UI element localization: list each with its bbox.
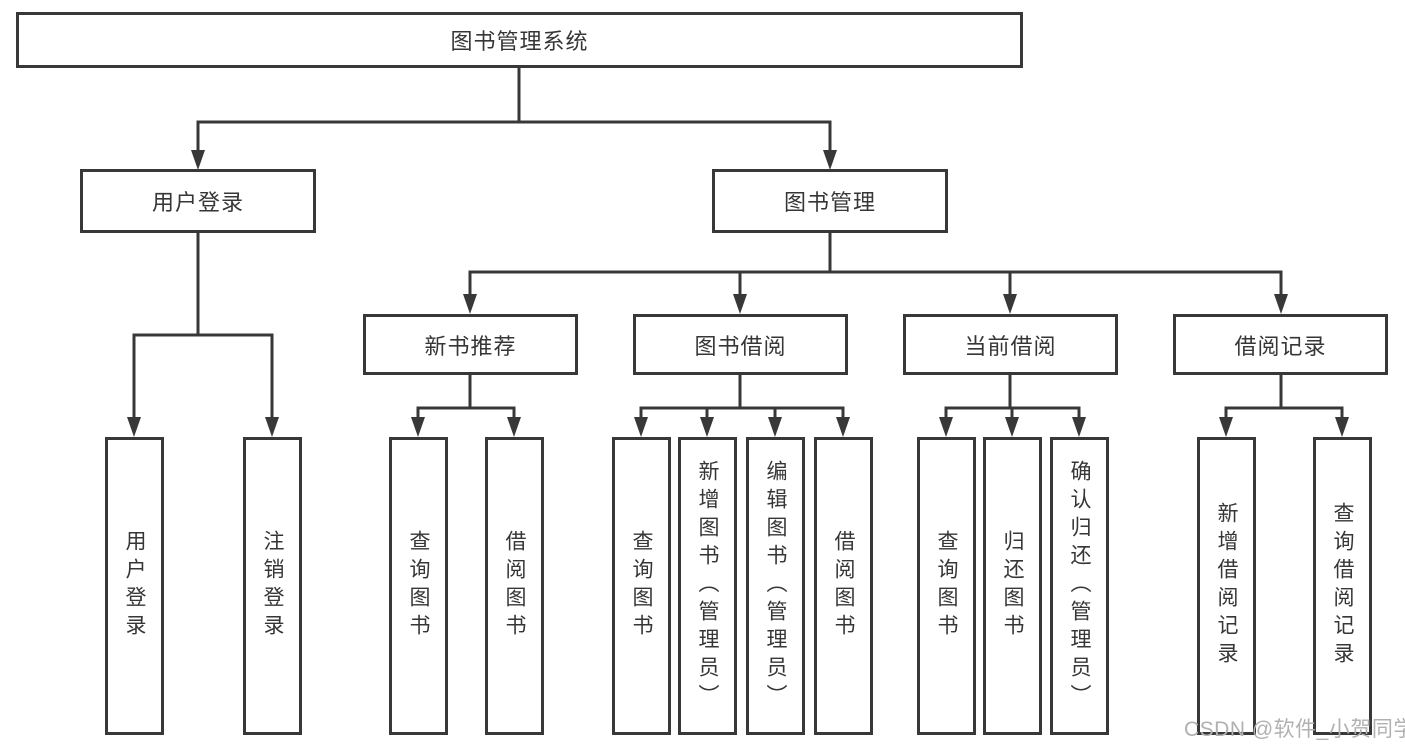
node-root-label: 图书管理系统	[450, 29, 589, 54]
leaf-query-books-borrow-label: 查询图书	[630, 530, 653, 642]
leaf-query-books-borrow: 查询图书	[612, 437, 671, 735]
arrowheads	[127, 150, 1349, 437]
node-user-login-label: 用户登录	[151, 190, 244, 215]
leaf-add-books-admin-label: 新增图书（管理员）	[696, 460, 719, 712]
leaf-query-books-current: 查询图书	[917, 437, 976, 735]
leaf-logout-label: 注销登录	[261, 530, 284, 642]
node-user-login: 用户登录	[80, 169, 316, 233]
node-new-book-recommend-label: 新书推荐	[424, 333, 517, 359]
node-book-borrow-label: 图书借阅	[694, 333, 787, 359]
leaf-return-books: 归还图书	[983, 437, 1042, 735]
leaf-query-borrow-record-label: 查询借阅记录	[1331, 502, 1354, 670]
node-new-book-recommend: 新书推荐	[363, 314, 578, 375]
leaf-query-books-recommend: 查询图书	[389, 437, 448, 735]
leaf-add-books-admin: 新增图书（管理员）	[678, 437, 737, 735]
leaf-query-books-current-label: 查询图书	[935, 530, 958, 642]
leaf-confirm-return-admin: 确认归还（管理员）	[1050, 437, 1109, 735]
leaf-user-login-label: 用户登录	[123, 530, 146, 642]
leaf-borrow-books-recommend: 借阅图书	[485, 437, 544, 735]
leaf-confirm-return-admin-label: 确认归还（管理员）	[1068, 460, 1091, 712]
node-borrow-records: 借阅记录	[1173, 314, 1388, 375]
leaf-add-borrow-record: 新增借阅记录	[1197, 437, 1256, 735]
leaf-query-books-recommend-label: 查询图书	[407, 530, 430, 642]
leaf-edit-books-admin-label: 编辑图书（管理员）	[764, 460, 787, 712]
node-root: 图书管理系统	[16, 12, 1023, 68]
leaf-borrow-books-label: 借阅图书	[832, 530, 855, 642]
leaf-query-borrow-record: 查询借阅记录	[1313, 437, 1372, 735]
node-book-borrow: 图书借阅	[633, 314, 848, 375]
leaf-logout: 注销登录	[243, 437, 302, 735]
csdn-watermark: CSDN @软件_小贺同学	[1184, 718, 1405, 741]
node-current-borrow: 当前借阅	[903, 314, 1118, 375]
node-book-management-label: 图书管理	[783, 190, 876, 215]
leaf-edit-books-admin: 编辑图书（管理员）	[746, 437, 805, 735]
node-borrow-records-label: 借阅记录	[1234, 333, 1327, 359]
leaf-return-books-label: 归还图书	[1001, 530, 1024, 642]
leaf-borrow-books: 借阅图书	[814, 437, 873, 735]
leaf-add-borrow-record-label: 新增借阅记录	[1215, 502, 1238, 670]
leaf-user-login: 用户登录	[105, 437, 164, 735]
node-current-borrow-label: 当前借阅	[964, 333, 1057, 359]
node-book-management: 图书管理	[712, 169, 948, 233]
leaf-borrow-books-recommend-label: 借阅图书	[503, 530, 526, 642]
